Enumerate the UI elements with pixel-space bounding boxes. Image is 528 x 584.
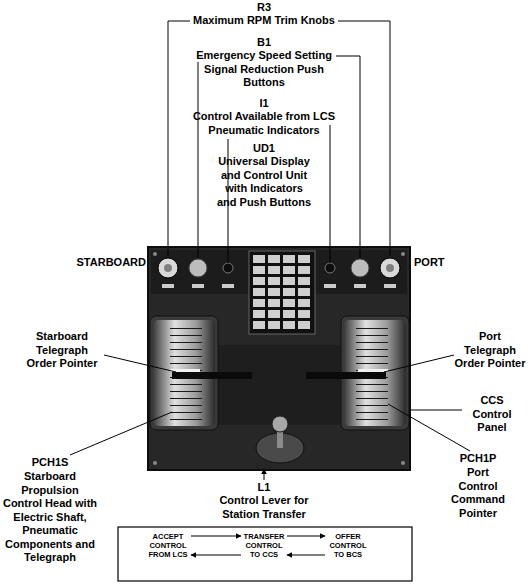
screw xyxy=(401,461,405,465)
name-plate xyxy=(384,284,396,288)
leader-line xyxy=(388,404,470,451)
leader-line xyxy=(410,410,462,411)
name-plate xyxy=(354,284,366,288)
step-text: ACCEPT CONTROL FROM LCS xyxy=(147,532,189,559)
callout-number: L1 xyxy=(234,481,294,495)
part-label: Control Available from LCS Pneumatic Ind… xyxy=(189,110,339,137)
step-text: OFFER CONTROL TO BCS xyxy=(327,532,369,559)
leader-line xyxy=(104,355,176,372)
screw xyxy=(153,461,157,465)
trim-knob xyxy=(164,264,172,272)
lever-knob xyxy=(272,416,288,432)
leader-line xyxy=(168,21,190,256)
callout-number: PCH1S xyxy=(2,456,98,470)
part-label: Control Lever for Station Transfer xyxy=(204,494,324,521)
center-plate xyxy=(218,345,340,425)
part-label: Starboard Propulsion Control Head with E… xyxy=(1,470,99,565)
flow-arrow xyxy=(191,555,241,556)
side-label: STARBOARD xyxy=(60,256,146,270)
part-label: Starboard Telegraph Order Pointer xyxy=(22,330,102,371)
name-plate xyxy=(192,284,204,288)
callout-number: I1 xyxy=(234,97,294,111)
pneumatic-indicator xyxy=(325,263,335,273)
callout-number: UD1 xyxy=(234,142,294,156)
flow-arrow xyxy=(287,536,325,537)
display-unit xyxy=(249,251,315,334)
pneumatic-indicator xyxy=(223,263,233,273)
leader-line xyxy=(198,62,199,258)
leader-line xyxy=(384,355,454,372)
screw xyxy=(401,252,405,256)
side-label: PORT xyxy=(414,256,474,270)
name-plate xyxy=(324,284,336,288)
leader-lines xyxy=(70,21,470,480)
sequence-step: ACCEPT CONTROL FROM LCS xyxy=(147,532,189,559)
trim-knob xyxy=(380,258,400,278)
leader-line xyxy=(70,412,172,455)
leader-line xyxy=(330,125,331,263)
part-label: Port Control Command Pointer xyxy=(448,466,508,520)
control-panel xyxy=(148,247,410,470)
push-button xyxy=(189,259,207,277)
sequence-frame xyxy=(118,527,412,581)
order-pointer xyxy=(358,369,388,372)
callout-number: B1 xyxy=(234,36,294,50)
sequence-step: OFFER CONTROL TO BCS xyxy=(327,532,369,559)
leader-line xyxy=(336,56,360,258)
screw xyxy=(153,252,157,256)
step-text: TRANSFER CONTROL TO CCS xyxy=(243,532,285,559)
trim-knob xyxy=(386,264,394,272)
control-handle xyxy=(172,372,252,379)
callout-number: R3 xyxy=(234,1,294,15)
part-label: Maximum RPM Trim Knobs xyxy=(179,14,349,28)
callout-number: PCH1P xyxy=(433,452,523,466)
flow-arrow xyxy=(287,555,325,556)
trim-knob xyxy=(158,258,178,278)
control-handle xyxy=(306,372,386,379)
part-label: CCS Control Panel xyxy=(462,394,522,435)
push-button xyxy=(351,259,369,277)
name-plate xyxy=(222,284,234,288)
leader-arrow xyxy=(264,469,265,480)
sequence-step: TRANSFER CONTROL TO CCS xyxy=(243,532,285,559)
display-buttons xyxy=(252,254,312,331)
part-label: Emergency Speed Setting Signal Reduction… xyxy=(194,49,334,90)
part-label: Universal Display and Control Unit with … xyxy=(215,155,313,209)
name-plate xyxy=(162,284,174,288)
part-label: Port Telegraph Order Pointer xyxy=(453,330,527,371)
flow-arrow xyxy=(191,536,241,537)
